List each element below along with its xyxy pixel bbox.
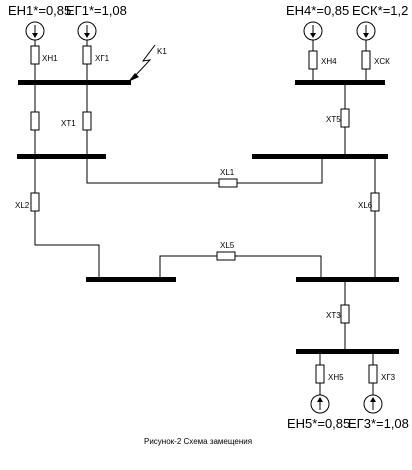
label-xl2: XL2 (15, 201, 30, 210)
source-esk (356, 21, 376, 41)
label-xh4: XН4 (321, 57, 337, 66)
source-eh1 (25, 21, 45, 41)
label-eh5: ЕН5*=0,85 (287, 416, 350, 431)
resistor-xl1 (218, 178, 238, 188)
source-eh5 (310, 394, 330, 414)
resistor-xt3 (340, 304, 350, 324)
label-xh1: XН1 (42, 54, 58, 63)
label-xt3: XТ3 (326, 311, 341, 320)
label-esk: ЕСК*=1,2 (352, 3, 408, 18)
bus-1 (18, 80, 131, 85)
resistor-xh4 (308, 50, 318, 70)
bus-7 (296, 349, 399, 354)
source-eh4 (303, 21, 323, 41)
resistor-xh5 (315, 364, 325, 384)
source-eg3 (363, 394, 383, 414)
label-xg3: XГ3 (381, 373, 396, 382)
resistor-xg1 (82, 45, 92, 65)
label-xg1: XГ1 (95, 54, 110, 63)
resistor-xt1-left (30, 111, 40, 131)
source-eg1 (77, 21, 97, 41)
label-k1: K1 (157, 47, 167, 56)
label-xsk: XСК (374, 57, 390, 66)
resistor-xg3 (368, 364, 378, 384)
label-eh1: ЕН1*=0,85 (8, 3, 71, 18)
bus-3 (17, 154, 106, 159)
resistor-xt1 (82, 111, 92, 131)
label-eh4: ЕН4*=0,85 (286, 3, 349, 18)
label-xl1: XL1 (220, 168, 235, 177)
label-xl5: XL5 (220, 241, 235, 250)
resistor-xh1 (30, 45, 40, 65)
bus-5 (86, 277, 176, 282)
label-eg3: ЕГ3*=1,08 (348, 416, 409, 431)
fault-lightning-icon (128, 44, 156, 82)
label-xt1: XТ1 (61, 119, 76, 128)
bus-4 (252, 154, 388, 159)
bus-6 (296, 277, 399, 282)
resistor-xt5 (340, 108, 350, 128)
resistor-xl5 (216, 251, 236, 261)
figure-caption: Рисунок-2 Схема замещения (144, 437, 252, 446)
resistor-xsk (361, 50, 371, 70)
label-xt5: XТ5 (326, 115, 341, 124)
bus-2 (295, 80, 385, 85)
label-eg1: ЕГ1*=1,08 (66, 3, 127, 18)
resistor-xl2 (30, 192, 40, 212)
label-xh5: XН5 (328, 373, 344, 382)
label-xl6: XL6 (358, 201, 373, 210)
